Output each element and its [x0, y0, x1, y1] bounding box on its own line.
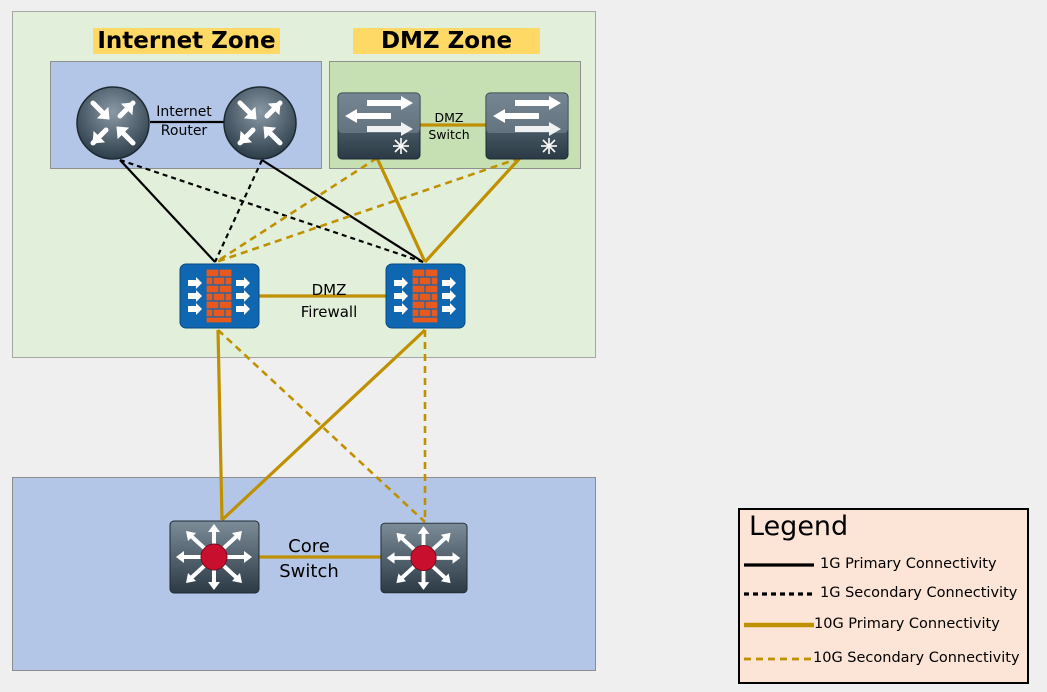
link-sw2-fw2 [423, 156, 522, 264]
link-fw2-core1 [220, 328, 427, 522]
link-fw1-core1 [216, 329, 224, 521]
router-icon [76, 86, 150, 160]
gold-dashed-links [215, 156, 521, 523]
legend-item-1g-primary: 1G Primary Connectivity [740, 552, 1027, 576]
link-r1-fw2-dashed [119, 158, 424, 264]
link-sw1-fw2 [375, 157, 427, 263]
internet-router-label: Internet Router [156, 104, 212, 139]
switch-icon [337, 92, 421, 160]
multilayer-switch-icon [169, 520, 260, 594]
link-r2-fw1-dashed [214, 159, 263, 263]
black-links [119, 120, 424, 264]
link-sw1-fw1-dashed [215, 156, 378, 264]
legend-label: 1G Secondary Connectivity [820, 585, 1018, 601]
internet-zone-title: Internet Zone [93, 28, 280, 54]
legend-label: 1G Primary Connectivity [820, 556, 997, 572]
core-switch-label: Core Switch [279, 536, 339, 582]
legend-label: 10G Secondary Connectivity [813, 650, 1020, 666]
multilayer-switch-icon [380, 522, 468, 594]
router-icon [223, 86, 297, 160]
dmz-zone-title: DMZ Zone [353, 28, 540, 54]
gold-links [216, 123, 522, 522]
link-sw2-fw1-dashed [215, 156, 521, 264]
legend-item-1g-secondary: 1G Secondary Connectivity [740, 581, 1027, 605]
legend-title: Legend [749, 511, 849, 542]
legend: Legend 1G Primary Connectivity 1G Second… [738, 508, 1029, 684]
switch-icon [485, 92, 569, 160]
legend-item-10g-secondary: 10G Secondary Connectivity [740, 646, 1027, 670]
dmz-switch-label: DMZ Switch [428, 110, 470, 142]
firewall-icon [385, 263, 466, 329]
dmz-firewall-label: DMZ Firewall [300, 281, 358, 321]
legend-item-10g-primary: 10G Primary Connectivity [740, 612, 1027, 636]
firewall-icon [179, 263, 260, 329]
link-r2-fw2 [261, 159, 424, 263]
link-r1-fw1 [119, 159, 216, 263]
legend-label: 10G Primary Connectivity [814, 616, 1000, 632]
core-zone-area [12, 477, 596, 671]
